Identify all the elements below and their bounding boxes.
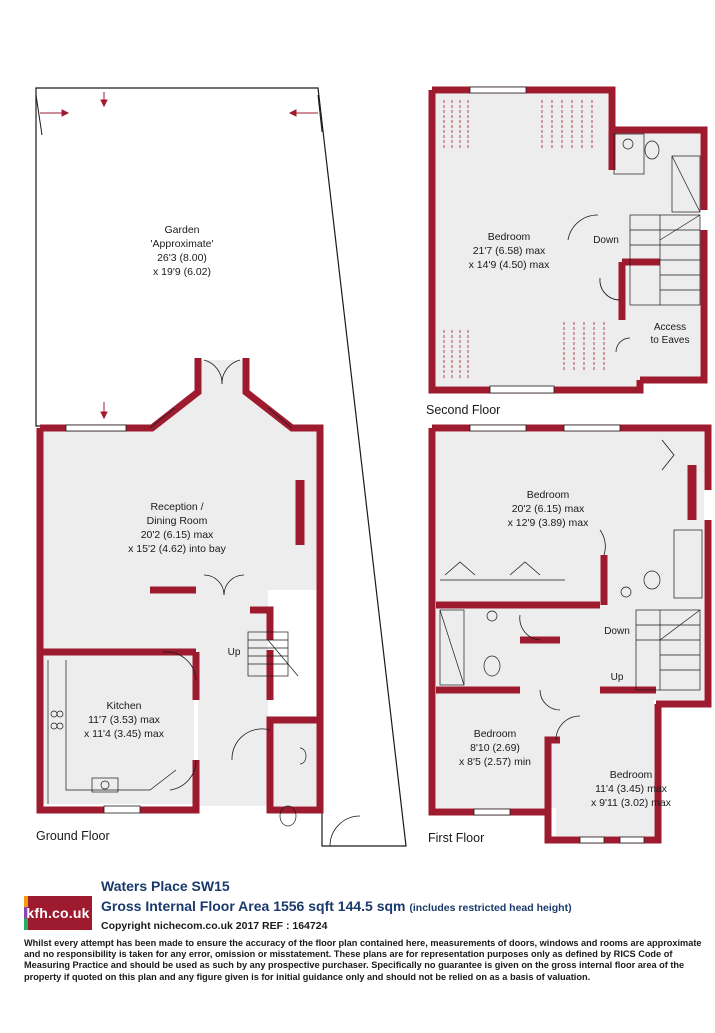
second-floor-bathroom [613, 133, 701, 213]
second-floor-openings [443, 86, 631, 394]
copyright-text: Copyright nichecom.co.uk 2017 REF : 1647… [101, 920, 328, 932]
kfh-logo: kfh.co.uk [24, 896, 92, 930]
eaves-access-label-1: Access [654, 322, 686, 333]
second-bedroom-dimensions-1: 21'7 (6.58) max [473, 245, 546, 257]
property-address: Waters Place SW15 [101, 878, 230, 894]
area-text: Gross Internal Floor Area 1556 sqft 144.… [101, 898, 406, 914]
hall-floor [198, 570, 268, 806]
floor-plan-drawing: Garden 'Approximate' 26'3 (8.00) x 19'9 … [35, 86, 712, 847]
first-bedroom-small-label: Bedroom [474, 728, 517, 740]
logo-color-bar [24, 896, 28, 930]
second-stairs-down-label: Down [593, 235, 619, 246]
first-floor-plan [428, 424, 712, 844]
second-floor-stairs [629, 214, 701, 306]
kitchen-dimensions-1: 11'7 (3.53) max [88, 714, 161, 726]
wc-fittings [279, 747, 307, 827]
second-bedroom-label: Bedroom [488, 231, 531, 243]
kitchen-label: Kitchen [106, 700, 141, 712]
eaves-access-label-2: to Eaves [651, 335, 690, 346]
first-floor-stairs [635, 609, 701, 691]
room-labels: Garden 'Approximate' 26'3 (8.00) x 19'9 … [84, 224, 689, 809]
first-bedroom-right-dimensions-2: x 9'11 (3.02) max [591, 797, 672, 809]
garden-dimension-arrows [35, 92, 323, 420]
second-floor-plan [428, 86, 708, 394]
second-floor-label: Second Floor [426, 403, 500, 417]
first-floor-label: First Floor [428, 831, 484, 845]
kitchen-fittings [47, 660, 177, 804]
wc-floor [270, 720, 318, 806]
reception-label-2: Dining Room [147, 515, 208, 527]
first-floor-floor [436, 432, 704, 836]
second-floor-walls [428, 86, 708, 394]
garden-dimensions-1: 26'3 (8.00) [157, 252, 207, 264]
first-floor-openings [440, 424, 675, 844]
first-bedroom-right-dimensions-1: 11'4 (3.45) max [595, 783, 668, 795]
floor-labels: Ground Floor First Floor Second Floor [36, 403, 500, 845]
first-bedroom-main-dimensions-1: 20'2 (6.15) max [512, 503, 585, 515]
garden-outline [35, 87, 407, 847]
ground-floor-openings [65, 359, 361, 847]
reception-dimensions-1: 20'2 (6.15) max [141, 529, 214, 541]
first-stairs-down-label: Down [604, 626, 630, 637]
reception-label-1: Reception / [150, 501, 203, 513]
first-floor-bathrooms [439, 529, 703, 686]
first-bedroom-right-label: Bedroom [610, 769, 653, 781]
ground-stairs-up-label: Up [228, 647, 241, 658]
first-stairs-up-label: Up [611, 672, 624, 683]
first-bedroom-small-dimensions-2: x 8'5 (2.57) min [459, 756, 531, 768]
ground-floor-label: Ground Floor [36, 829, 110, 843]
second-floor-floor [432, 94, 700, 386]
ground-stairs [247, 631, 299, 677]
ground-floor-plan [35, 87, 407, 847]
garden-dimensions-2: x 19'9 (6.02) [153, 266, 211, 278]
first-bedroom-small-dimensions-1: 8'10 (2.69) [470, 742, 520, 754]
gross-internal-area: Gross Internal Floor Area 1556 sqft 144.… [101, 898, 572, 914]
disclaimer-text: Whilst every attempt has been made to en… [24, 938, 702, 982]
area-note: (includes restricted head height) [409, 902, 572, 914]
logo-text: kfh.co.uk [26, 905, 90, 921]
first-bedroom-main-dimensions-2: x 12'9 (3.89) max [508, 517, 590, 529]
kitchen-dimensions-2: x 11'4 (3.45) max [84, 728, 165, 740]
garden-label: Garden [164, 224, 199, 236]
second-bedroom-dimensions-2: x 14'9 (4.50) max [469, 259, 551, 271]
first-bedroom-main-label: Bedroom [527, 489, 570, 501]
garden-label-2: 'Approximate' [151, 238, 214, 250]
reception-dimensions-2: x 15'2 (4.62) into bay [128, 543, 226, 555]
